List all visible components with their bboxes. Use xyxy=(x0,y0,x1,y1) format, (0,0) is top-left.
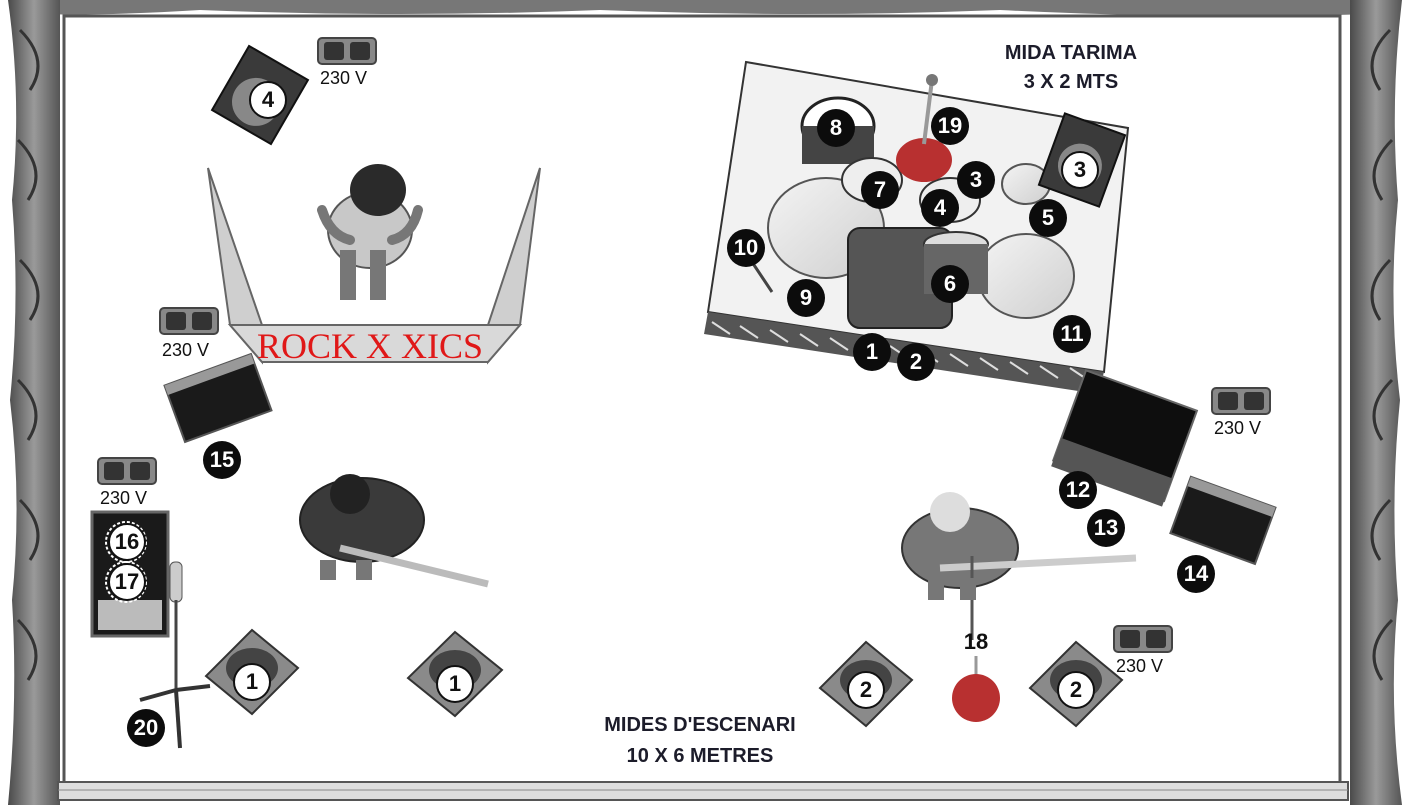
bassist-musician-icon xyxy=(300,474,488,584)
outlet-voltage-label: 230 V xyxy=(320,68,367,89)
curtain-left xyxy=(8,0,60,805)
badge-14: 14 xyxy=(1177,555,1215,593)
badge-12: 12 xyxy=(1059,471,1097,509)
riser-size-line2: 3 X 2 MTS xyxy=(960,71,1182,94)
badge-2-wedge: 2 xyxy=(1057,671,1095,709)
badge-7: 7 xyxy=(861,171,899,209)
badge-16: 16 xyxy=(108,523,146,561)
power-outlet-icon xyxy=(1212,388,1270,414)
badge-20: 20 xyxy=(127,709,165,747)
curtain-right xyxy=(1350,0,1402,805)
outlet-voltage-label: 230 V xyxy=(100,488,147,509)
stage-size-title: MIDES D'ESCENARI 10 X 6 METRES xyxy=(560,714,840,768)
stage-size-line2: 10 X 6 METRES xyxy=(560,745,840,768)
badge-3-drum: 3 xyxy=(957,161,995,199)
stage-size-line1: MIDES D'ESCENARI xyxy=(560,714,840,737)
amplifier-icon xyxy=(1170,477,1275,564)
outlet-voltage-label: 230 V xyxy=(1214,418,1261,439)
power-outlet-icon xyxy=(98,458,156,484)
badge-8: 8 xyxy=(817,109,855,147)
power-outlet-icon xyxy=(318,38,376,64)
singer-musician-icon xyxy=(322,164,418,300)
banner-text: ROCK X XICS xyxy=(257,326,483,366)
power-outlet-icon xyxy=(160,308,218,334)
badge-4-drum: 4 xyxy=(921,189,959,227)
badge-6: 6 xyxy=(931,265,969,303)
top-curtain-valance xyxy=(40,0,1370,16)
badge-5: 5 xyxy=(1029,199,1067,237)
badge-1-drum: 1 xyxy=(853,333,891,371)
amplifier-icon xyxy=(165,354,272,442)
badge-4: 4 xyxy=(249,81,287,119)
microphone-stand-icon xyxy=(952,656,1000,722)
outlet-voltage-label: 230 V xyxy=(1116,656,1163,677)
badge-18: 18 xyxy=(957,623,995,661)
badge-1-wedge: 1 xyxy=(233,663,271,701)
badge-19: 19 xyxy=(931,107,969,145)
badge-17: 17 xyxy=(108,563,146,601)
power-outlet-icon xyxy=(1114,626,1172,652)
badge-1-wedge: 1 xyxy=(436,665,474,703)
badge-9: 9 xyxy=(787,279,825,317)
riser-size-title: MIDA TARIMA 3 X 2 MTS xyxy=(960,42,1182,94)
outlet-voltage-label: 230 V xyxy=(162,340,209,361)
badge-2-wedge: 2 xyxy=(847,671,885,709)
badge-11: 11 xyxy=(1053,315,1091,353)
badge-3-speaker: 3 xyxy=(1061,151,1099,189)
badge-15: 15 xyxy=(203,441,241,479)
badge-13: 13 xyxy=(1087,509,1125,547)
riser-size-line1: MIDA TARIMA xyxy=(960,42,1182,65)
badge-2-drum: 2 xyxy=(897,343,935,381)
badge-10: 10 xyxy=(727,229,765,267)
